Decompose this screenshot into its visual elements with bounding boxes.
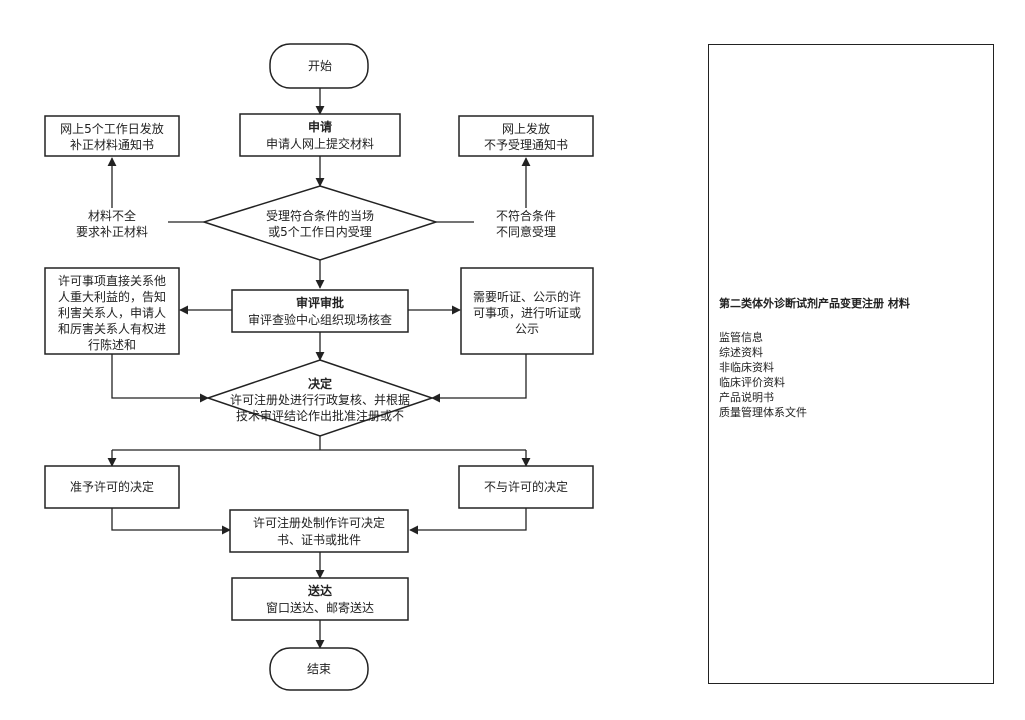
hearing-box xyxy=(460,267,594,355)
arrow-hearing-to-final xyxy=(431,354,527,403)
delivery-desc: 窗口送达、邮寄送达 xyxy=(266,600,374,615)
deny-step: 不与许可的决定 xyxy=(458,465,594,509)
review-step: 审评审批 审评查验中心组织现场核查 xyxy=(231,289,409,333)
materials-item: 临床评价资料 xyxy=(719,376,785,389)
reject-notice-line-2: 不予受理通知书 xyxy=(484,138,568,152)
party-statement-line-4: 和厉害关系人有权进 xyxy=(58,321,166,336)
final-decision-line-1: 许可注册处进行行政复核、并根据 xyxy=(230,392,410,407)
party-statement-step: 许可事项直接关系他 人重大利益的，告知 利害关系人，申请人 和厉害关系人有权进 … xyxy=(44,267,180,355)
review-desc: 审评查验中心组织现场核查 xyxy=(248,312,392,327)
end-label: 结束 xyxy=(307,662,331,676)
hearing-line-3: 公示 xyxy=(515,322,539,336)
grant-label: 准予许可的决定 xyxy=(70,479,154,494)
start-node: 开始 xyxy=(269,43,369,89)
accept-decision-line-1: 受理符合条件的当场 xyxy=(266,208,374,223)
incomplete-branch-label: 材料不全 要求补正材料 xyxy=(76,208,148,239)
materials-item: 质量管理体系文件 xyxy=(719,406,807,419)
incomplete-label-line-2: 要求补正材料 xyxy=(76,225,148,239)
review-box xyxy=(231,289,409,333)
supplement-notice-step: 网上5个工作日发放 补正材料通知书 xyxy=(44,115,180,157)
accept-decision-diamond xyxy=(201,185,439,261)
final-decision-title: 决定 xyxy=(308,376,332,391)
materials-title: 第二类体外诊断试剂产品变更注册 材料 xyxy=(719,297,910,310)
materials-item: 非临床资料 xyxy=(719,361,774,374)
noncompliant-label-line-1: 不符合条件 xyxy=(496,208,556,223)
grant-box xyxy=(44,465,180,509)
split-line xyxy=(112,436,526,451)
start-shape xyxy=(269,43,369,89)
make-docs-step: 许可注册处制作许可决定 书、证书或批件 xyxy=(229,509,409,553)
materials-item: 产品说明书 xyxy=(719,391,774,404)
reject-notice-box xyxy=(458,115,594,157)
party-statement-line-3: 利害关系人，申请人 xyxy=(58,305,166,320)
materials-item: 监管信息 xyxy=(719,331,763,344)
hearing-line-1: 需要听证、公示的许 xyxy=(473,289,581,304)
make-docs-line-2: 书、证书或批件 xyxy=(277,532,361,547)
party-statement-line-1: 许可事项直接关系他 xyxy=(58,273,166,288)
make-docs-line-1: 许可注册处制作许可决定 xyxy=(253,515,385,530)
party-statement-line-5: 行陈述和 xyxy=(88,337,136,352)
final-decision-line-2: 技术审评结论作出批准注册或不 xyxy=(236,408,404,423)
hearing-line-2: 可事项，进行听证或 xyxy=(473,306,581,320)
arrow-statement-to-final xyxy=(111,354,209,403)
connectors xyxy=(111,88,527,649)
deny-label: 不与许可的决定 xyxy=(484,479,568,494)
end-shape xyxy=(269,647,369,691)
supplement-notice-line-1: 网上5个工作日发放 xyxy=(60,121,164,136)
grant-step: 准予许可的决定 xyxy=(44,465,180,509)
supplement-notice-line-2: 补正材料通知书 xyxy=(70,138,154,152)
arrow-deny-to-docs xyxy=(409,508,527,535)
supplement-notice-box xyxy=(44,115,180,157)
apply-step: 申请 申请人网上提交材料 xyxy=(239,113,401,157)
reject-notice-step: 网上发放 不予受理通知书 xyxy=(458,115,594,157)
arrow-noncompliant-to-notice xyxy=(436,158,526,223)
arrow-incomplete-to-notice xyxy=(112,158,204,223)
materials-list: 监管信息 综述资料 非临床资料 临床评价资料 产品说明书 质量管理体系文件 xyxy=(719,330,807,420)
materials-panel: 第二类体外诊断试剂产品变更注册 材料 监管信息 综述资料 非临床资料 临床评价资… xyxy=(708,44,994,684)
incomplete-label-line-1: 材料不全 xyxy=(88,208,136,223)
delivery-box xyxy=(231,577,409,621)
accept-decision-line-2: 或5个工作日内受理 xyxy=(268,225,372,239)
materials-item: 综述资料 xyxy=(719,346,763,359)
final-decision-diamond xyxy=(205,359,435,437)
apply-box xyxy=(239,113,401,157)
end-node: 结束 xyxy=(269,647,369,691)
final-decision: 决定 许可注册处进行行政复核、并根据 技术审评结论作出批准注册或不 xyxy=(205,359,435,437)
party-statement-box xyxy=(44,267,180,355)
make-docs-box xyxy=(229,509,409,553)
noncompliant-label-line-2: 不同意受理 xyxy=(496,224,556,239)
party-statement-line-2: 人重大利益的，告知 xyxy=(58,289,166,304)
review-title: 审评审批 xyxy=(296,295,344,310)
arrow-grant-to-docs xyxy=(111,508,231,535)
delivery-title: 送达 xyxy=(307,583,332,598)
deny-box xyxy=(458,465,594,509)
apply-title: 申请 xyxy=(308,119,332,134)
flowchart: 开始 申请 申请人网上提交材料 网上5个工作日发放 补正材料通知书 网上发放 不… xyxy=(44,43,594,691)
reject-notice-line-1: 网上发放 xyxy=(502,121,550,136)
hearing-step: 需要听证、公示的许 可事项，进行听证或 公示 xyxy=(460,267,594,355)
accept-decision: 受理符合条件的当场 或5个工作日内受理 xyxy=(201,185,439,261)
apply-desc: 申请人网上提交材料 xyxy=(266,136,374,151)
start-label: 开始 xyxy=(308,59,332,73)
noncompliant-branch-label: 不符合条件 不同意受理 xyxy=(496,208,556,239)
delivery-step: 送达 窗口送达、邮寄送达 xyxy=(231,577,409,621)
